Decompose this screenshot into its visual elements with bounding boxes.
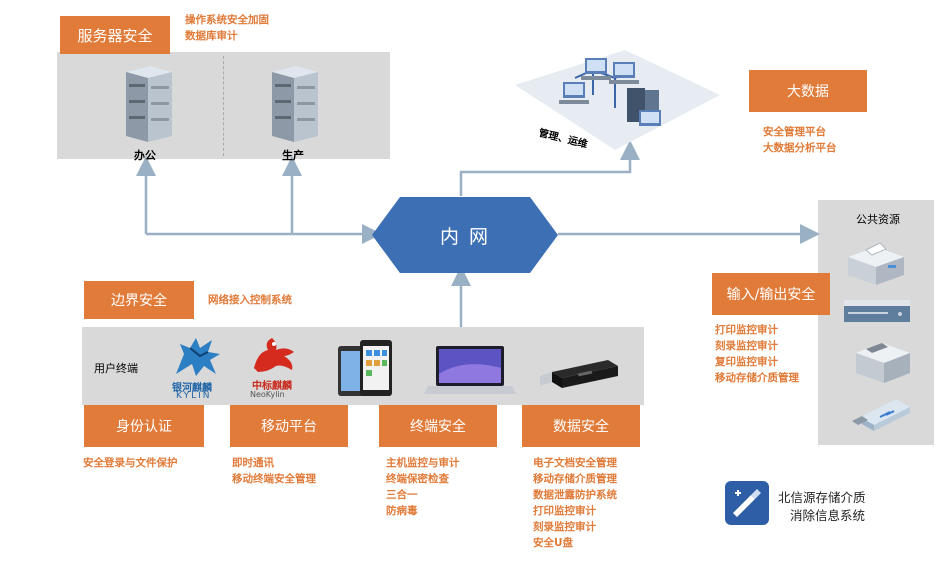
- big-data-items: 安全管理平台 大数据分析平台: [763, 124, 837, 156]
- network-workstations-icon: [515, 50, 720, 150]
- data-security-item: 安全U盘: [533, 537, 574, 549]
- production-label: 生产: [282, 149, 304, 162]
- kylin-en: KYLIN: [176, 391, 212, 401]
- terminal-security-item: 三合一: [386, 489, 418, 501]
- terminal-security-items: 主机监控与审计 终端保密检查 三合一 防病毒: [386, 455, 460, 519]
- office-label: 办公: [134, 149, 156, 162]
- io-security-item: 移动存储介质管理: [715, 372, 799, 384]
- public-resources-label: 公共资源: [856, 213, 900, 226]
- data-security-item: 移动存储介质管理: [533, 473, 617, 485]
- line-management: [459, 140, 640, 196]
- data-security-item: 电子文档安全管理: [533, 457, 617, 469]
- identity-auth-title: 身份认证: [84, 405, 204, 447]
- io-security-item: 打印监控审计: [715, 324, 778, 336]
- intranet-hexagon: [372, 197, 558, 273]
- bxy-line2: 消除信息系统: [790, 508, 866, 523]
- usb-stick-icon: [540, 360, 618, 388]
- terminal-security-item: 终端保密检查: [386, 473, 449, 485]
- big-data-title: 大数据: [749, 70, 867, 112]
- bxy-logo: [725, 481, 769, 525]
- server-security-items: 操作系统安全加固 数据库审计: [185, 12, 269, 44]
- data-security-item: 刻录监控审计: [533, 521, 596, 533]
- disc-drive-icon: [844, 300, 910, 322]
- neokylin-cn: 中标麒麟: [252, 381, 292, 392]
- data-security-items: 电子文档安全管理 移动存储介质管理 数据泄露防护系统 打印监控审计 刻录监控审计…: [533, 455, 617, 551]
- laptop-icon: [424, 346, 516, 394]
- data-security-item: 打印监控审计: [533, 505, 596, 517]
- printer-icon: [848, 242, 904, 285]
- server-security-item: 数据库审计: [185, 30, 238, 42]
- server-security-item: 操作系统安全加固: [185, 14, 269, 26]
- data-security-item: 数据泄露防护系统: [533, 489, 617, 501]
- neokylin-logo: [254, 338, 294, 372]
- terminal-security-item: 防病毒: [386, 505, 418, 517]
- identity-auth-items: 安全登录与文件保护: [83, 455, 178, 471]
- server-divider: [223, 56, 224, 156]
- bxy-line1: 北信源存储介质: [778, 490, 866, 505]
- user-terminal-label: 用户终端: [94, 362, 138, 375]
- mobile-platform-title: 移动平台: [230, 405, 348, 447]
- public-resources-panel: [818, 200, 934, 445]
- copier-icon: [856, 343, 910, 383]
- kylin-cn: 银河麒麟: [172, 383, 212, 394]
- big-data-item: 大数据分析平台: [763, 142, 837, 154]
- mobile-platform-item: 移动终端安全管理: [232, 473, 316, 485]
- big-data-item: 安全管理平台: [763, 126, 826, 138]
- data-security-title: 数据安全: [522, 405, 640, 447]
- boundary-security-title: 边界安全: [84, 281, 194, 319]
- server-security-title: 服务器安全: [60, 16, 170, 54]
- mobile-devices-icon: [338, 340, 392, 396]
- usb-drive-icon: [852, 399, 910, 431]
- terminal-security-item: 主机监控与审计: [386, 457, 460, 469]
- kylin-logo: [176, 338, 220, 376]
- io-security-item: 复印监控审计: [715, 356, 778, 368]
- io-security-items: 打印监控审计 刻录监控审计 复印监控审计 移动存储介质管理: [715, 322, 799, 386]
- server-rack-icon: [126, 66, 172, 142]
- mobile-platform-item: 即时通讯: [232, 457, 274, 469]
- identity-auth-item: 安全登录与文件保护: [83, 457, 178, 469]
- neokylin-en: NeoKylin: [250, 390, 285, 399]
- io-security-title: 输入/输出安全: [712, 273, 830, 315]
- io-security-item: 刻录监控审计: [715, 340, 778, 352]
- mobile-platform-items: 即时通讯 移动终端安全管理: [232, 455, 316, 487]
- server-rack-icon: [272, 66, 318, 142]
- boundary-security-item: 网络接入控制系统: [208, 294, 292, 306]
- terminal-security-title: 终端安全: [379, 405, 497, 447]
- intranet-label: 内 网: [439, 225, 491, 248]
